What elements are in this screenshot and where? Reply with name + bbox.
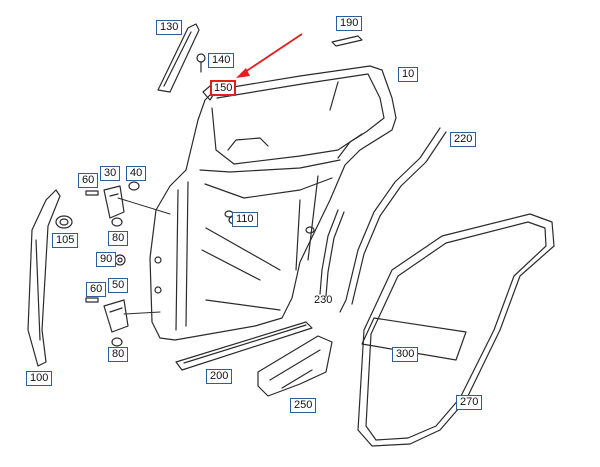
callout-30: 30 xyxy=(100,166,121,181)
callout-270: 270 xyxy=(456,395,483,410)
part-10-door-shell xyxy=(149,65,397,341)
callout-190: 190 xyxy=(336,16,363,31)
part-270-door-seal xyxy=(357,213,555,447)
callout-300: 300 xyxy=(392,347,419,362)
part-60-bolt-upper xyxy=(85,190,99,196)
callout-200: 200 xyxy=(206,369,233,384)
part-250-insulator xyxy=(257,335,333,397)
callout-90: 90 xyxy=(96,252,117,267)
part-40-cap xyxy=(128,181,140,191)
part-140-clip xyxy=(196,53,206,73)
callout-100: 100 xyxy=(26,371,53,386)
part-50-lower-hinge xyxy=(103,299,129,333)
part-130-pillar-trim xyxy=(157,23,200,93)
callout-230: 230 xyxy=(314,294,333,306)
callout-220: 220 xyxy=(450,132,477,147)
callout-140: 140 xyxy=(208,53,235,68)
callout-110: 110 xyxy=(232,212,258,227)
part-30-upper-hinge xyxy=(103,185,125,219)
callout-60-lower: 60 xyxy=(86,282,107,297)
callout-80-upper: 80 xyxy=(108,231,129,246)
callout-50: 50 xyxy=(108,278,129,293)
callout-105: 105 xyxy=(52,233,79,248)
part-230-weatherstrip xyxy=(319,209,345,297)
leader-hinge-lower xyxy=(123,311,161,315)
callout-40: 40 xyxy=(126,166,147,181)
callout-250: 250 xyxy=(290,398,317,413)
part-60-bolt-lower xyxy=(85,297,99,303)
part-80-nut-upper xyxy=(111,217,123,227)
part-105-grommet xyxy=(55,215,73,229)
part-220-belt-molding xyxy=(339,127,447,313)
part-190-badge xyxy=(331,35,363,47)
part-300-pad xyxy=(361,317,467,361)
part-200-sill-molding xyxy=(175,321,313,371)
callout-10: 10 xyxy=(398,67,419,82)
part-100-trim xyxy=(27,189,61,367)
callout-60-upper: 60 xyxy=(78,173,99,188)
callout-130: 130 xyxy=(156,20,183,35)
part-80-nut-lower xyxy=(111,337,123,347)
callout-80-lower: 80 xyxy=(108,347,129,362)
callout-150: 150 xyxy=(210,80,237,96)
highlight-arrow xyxy=(236,33,303,78)
leader-hinge-upper xyxy=(117,197,171,215)
part-90-plug xyxy=(114,254,126,266)
